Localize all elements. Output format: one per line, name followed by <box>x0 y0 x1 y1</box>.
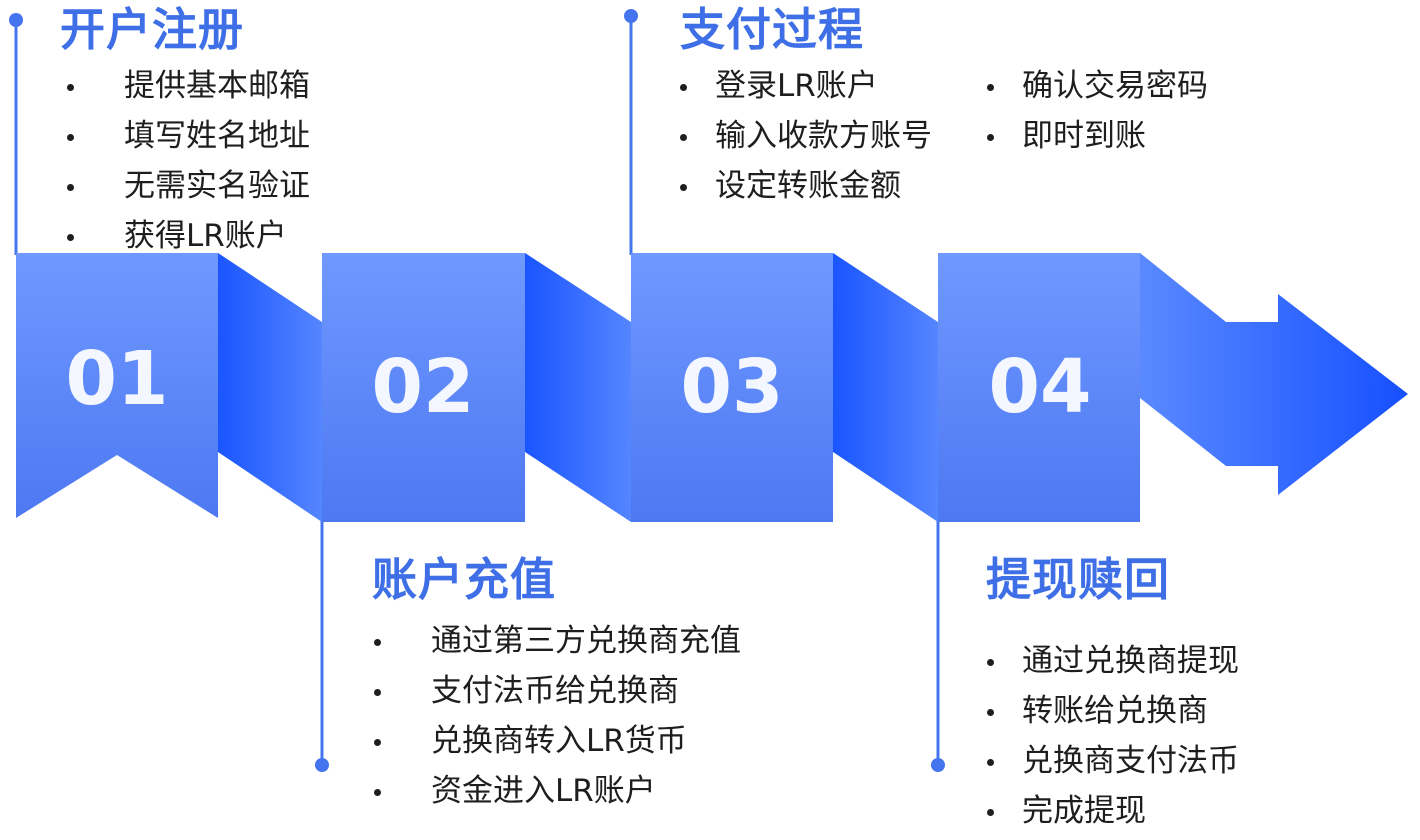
step-02-title: 账户充值 <box>372 553 557 606</box>
step-01-title: 开户注册 <box>60 3 245 56</box>
list-item: 兑换商转入LR货币 <box>374 716 741 766</box>
list-item: 兑换商支付法币 <box>987 736 1239 786</box>
list-item: 转账给兑换商 <box>987 686 1239 736</box>
panel-03 <box>631 253 833 522</box>
step-number-04: 04 <box>989 344 1092 430</box>
panel-04 <box>938 253 1140 522</box>
list-item: 即时到账 <box>987 111 1208 161</box>
connector-02 <box>315 520 329 772</box>
fold-3-4 <box>833 253 938 522</box>
fold-1-2 <box>218 253 322 522</box>
list-item: 通过第三方兑换商充值 <box>374 616 741 666</box>
list-item: 填写姓名地址 <box>67 111 310 161</box>
step-03-list-left: 登录LR账户 输入收款方账号 设定转账金额 <box>680 61 932 211</box>
panel-02 <box>322 253 525 522</box>
step-number-01: 01 <box>66 336 169 422</box>
step-03-list-right: 确认交易密码 即时到账 <box>987 61 1208 161</box>
list-item: 通过兑换商提现 <box>987 636 1239 686</box>
step-04-title: 提现赎回 <box>986 553 1171 606</box>
list-item: 无需实名验证 <box>67 161 310 211</box>
connector-04 <box>931 520 945 772</box>
fold-2-3 <box>525 253 631 522</box>
list-item: 登录LR账户 <box>680 61 932 111</box>
list-item: 提供基本邮箱 <box>67 61 310 111</box>
list-item: 获得LR账户 <box>67 211 310 261</box>
list-item: 设定转账金额 <box>680 161 932 211</box>
step-02-list: 通过第三方兑换商充值 支付法币给兑换商 兑换商转入LR货币 资金进入LR账户 <box>374 616 741 816</box>
connector-03 <box>624 9 638 255</box>
panel-01 <box>16 253 218 518</box>
arrow-head <box>1140 253 1408 495</box>
step-number-02: 02 <box>372 344 475 430</box>
list-item: 完成提现 <box>987 786 1239 836</box>
step-01-list: 提供基本邮箱 填写姓名地址 无需实名验证 获得LR账户 <box>67 61 310 261</box>
step-number-03: 03 <box>681 344 784 430</box>
connector-01 <box>9 13 23 255</box>
list-item: 资金进入LR账户 <box>374 766 741 816</box>
list-item: 输入收款方账号 <box>680 111 932 161</box>
list-item: 支付法币给兑换商 <box>374 666 741 716</box>
step-03-title: 支付过程 <box>680 3 865 56</box>
list-item: 确认交易密码 <box>987 61 1208 111</box>
step-04-list: 通过兑换商提现 转账给兑换商 兑换商支付法币 完成提现 <box>987 636 1239 836</box>
